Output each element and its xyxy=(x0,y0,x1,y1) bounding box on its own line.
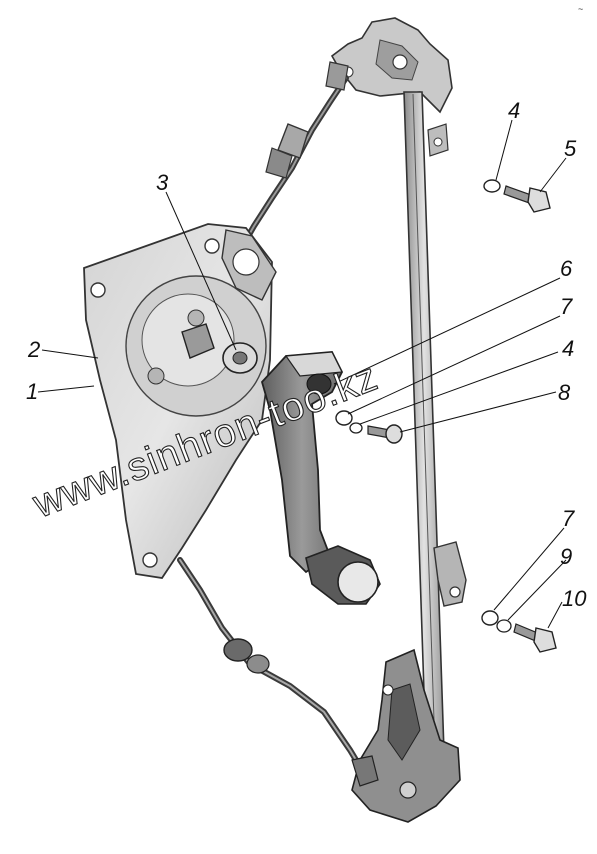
callout-7-lower: 7 xyxy=(562,506,575,531)
lower-rail-bracket xyxy=(433,541,467,607)
crank-handle xyxy=(260,351,381,605)
drive-shaft-pinion xyxy=(181,323,258,374)
callout-5: 5 xyxy=(564,136,577,161)
callout-3: 3 xyxy=(156,170,169,195)
lower-cable xyxy=(177,557,379,787)
lower-carriage xyxy=(351,648,461,823)
bolt-group-middle xyxy=(335,410,403,444)
corner-mark: ~ xyxy=(578,4,583,14)
callout-2: 2 xyxy=(27,337,40,362)
callout-labels: 2 1 3 4 5 6 7 4 8 7 9 10 xyxy=(26,98,587,611)
callout-8: 8 xyxy=(558,380,571,405)
callout-4-upper: 4 xyxy=(508,98,520,123)
leader-lines xyxy=(37,119,567,629)
upper-cable xyxy=(243,61,349,243)
callout-4-middle: 4 xyxy=(562,336,574,361)
upper-bracket xyxy=(330,17,453,114)
callout-6: 6 xyxy=(560,256,573,281)
bolt-group-lower xyxy=(481,610,557,653)
bolt-group-upper xyxy=(483,179,551,213)
gear-housing xyxy=(125,229,277,417)
callout-10: 10 xyxy=(562,586,587,611)
callout-7-upper: 7 xyxy=(560,294,573,319)
callout-9: 9 xyxy=(560,544,572,569)
callout-1: 1 xyxy=(26,379,38,404)
